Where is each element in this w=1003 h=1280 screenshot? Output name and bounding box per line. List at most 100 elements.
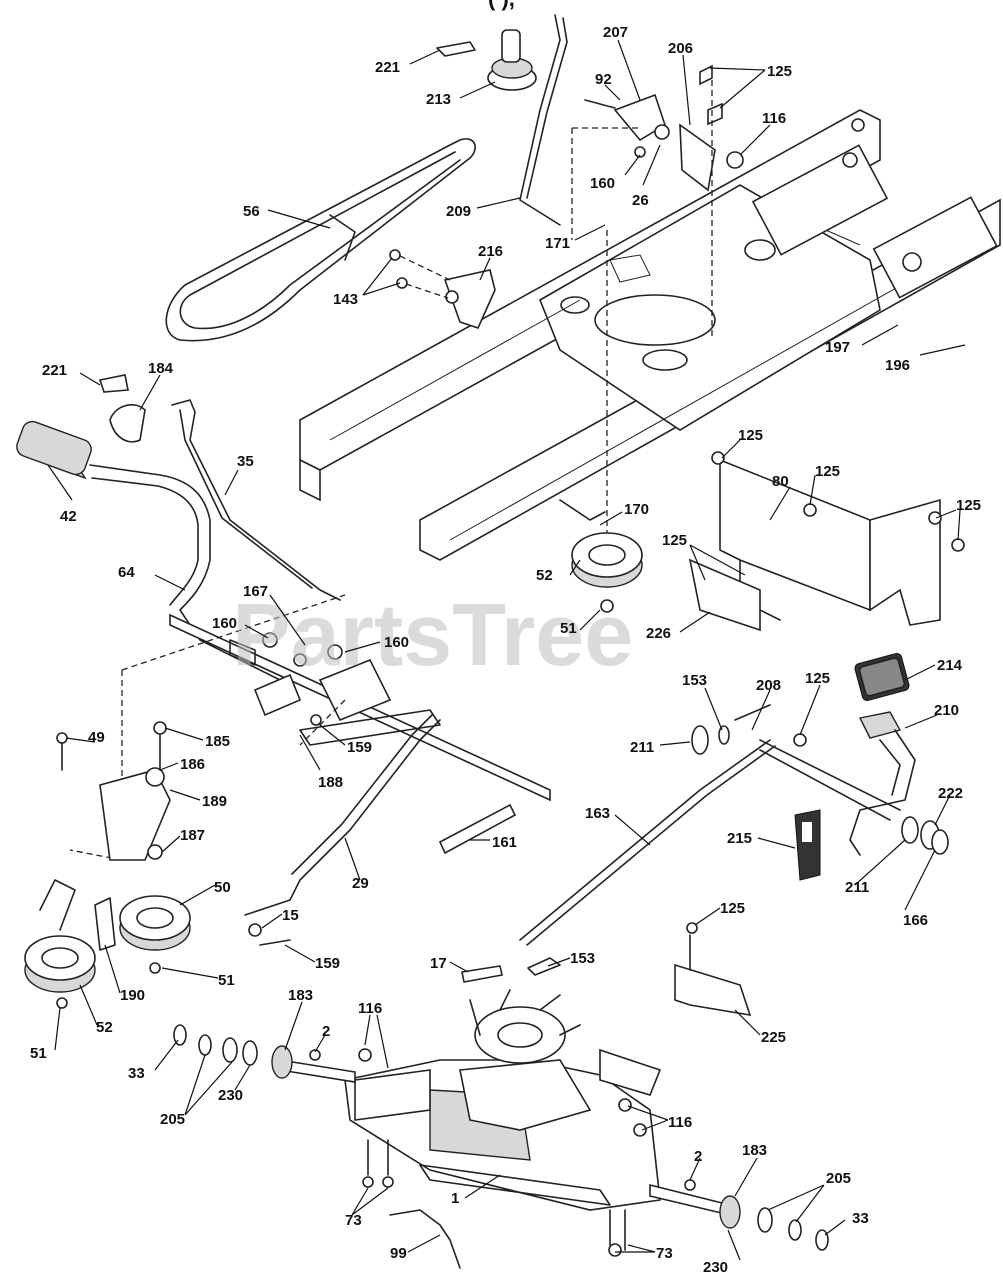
callout-1: 1 [451,1190,459,1207]
callout-205: 205 [160,1111,185,1128]
callout-230-b: 230 [703,1259,728,1276]
callout-167: 167 [243,583,268,600]
dashed-box-189 [69,594,346,861]
callout-159-b: 159 [315,955,340,972]
callout-222: 222 [938,785,963,802]
callout-153: 153 [682,672,707,689]
callout-153-b: 153 [570,950,595,967]
steering-knob-42 [16,420,92,480]
callout-33: 33 [128,1065,145,1082]
callout-125-f: 125 [805,670,830,687]
bracket-216 [389,249,496,329]
callout-183: 183 [288,987,313,1004]
rod-29 [244,714,441,946]
callout-166: 166 [903,912,928,929]
callout-125-b: 125 [738,427,763,444]
callout-211-b: 211 [845,879,869,896]
callout-188: 188 [318,774,343,791]
rod-163 [519,739,776,946]
watermark: PartsTree [232,585,633,684]
spring-153 [527,957,561,976]
callout-29: 29 [352,875,369,892]
callout-196: 196 [885,357,910,374]
callout-211: 211 [630,739,654,756]
callout-125-c: 125 [815,463,840,480]
drive-belt-56 [165,138,476,342]
callout-92: 92 [595,71,612,88]
belt-guide-161 [438,803,517,855]
callout-116-b: 116 [358,1000,382,1017]
callout-73-b: 73 [656,1245,673,1262]
callout-190: 190 [120,987,145,1004]
pedal-arm-210 [759,711,916,856]
callout-221-b: 221 [42,362,67,379]
guard-215 [794,809,821,881]
callout-116: 116 [762,110,786,127]
callout-215: 215 [727,830,752,847]
callout-197: 197 [825,339,850,356]
callout-208: 208 [756,677,781,694]
callout-159: 159 [347,739,372,756]
rod-35 [171,399,341,601]
bracket-80 [688,451,965,632]
callout-187: 187 [180,827,205,844]
pulley-52-center [559,499,643,613]
callout-210: 210 [934,702,959,719]
idler-bracket-189 [56,721,171,861]
callout-50: 50 [214,879,231,896]
frame-assembly [299,109,1001,561]
callout-80: 80 [772,473,789,490]
callout-56: 56 [243,203,260,220]
callout-205-b: 205 [826,1170,851,1187]
lever-209 [519,14,568,226]
callout-125-d: 125 [956,497,981,514]
callout-51-c: 51 [30,1045,47,1062]
callout-163: 163 [585,805,610,822]
bracket-225 [674,922,752,1017]
callout-189: 189 [202,793,227,810]
callout-171: 171 [545,235,570,252]
callout-49: 49 [88,729,105,746]
callout-52: 52 [536,567,553,584]
callout-99: 99 [390,1245,407,1262]
brake-knob-221-213 [436,29,537,91]
pedal-214 [854,653,910,701]
callout-2-b: 2 [694,1148,702,1165]
callout-51: 51 [560,620,577,637]
spring-190 [94,897,116,951]
callout-161: 161 [492,834,517,851]
callout-143: 143 [333,291,358,308]
callout-64: 64 [118,564,135,581]
callout-125: 125 [767,63,792,80]
callout-17: 17 [430,955,447,972]
header-fragment: ( ), [488,0,515,11]
callout-52-b: 52 [96,1019,113,1036]
rod-99 [389,1209,461,1269]
callout-185: 185 [205,733,230,750]
small-parts-221-184 [98,374,146,443]
callout-226: 226 [646,625,671,642]
spacer-stack-211 [691,704,807,755]
callout-183-b: 183 [742,1142,767,1159]
callout-51-b: 51 [218,972,235,989]
callout-186: 186 [180,756,205,773]
callout-160: 160 [590,175,615,192]
callout-214: 214 [937,657,963,674]
callout-206: 206 [668,40,693,57]
transaxle-assembly [173,989,829,1257]
leader-lines [47,39,966,1261]
shift-lever-64 [89,464,281,681]
callout-213: 213 [426,91,451,108]
callout-209: 209 [446,203,471,220]
callout-184: 184 [148,360,174,377]
pulley-52-left [24,879,96,1009]
pulley-50 [119,895,191,974]
callout-216: 216 [478,243,503,260]
callout-207: 207 [603,24,628,41]
callout-160-b: 160 [212,615,237,632]
callout-230: 230 [218,1087,243,1104]
callout-125-g: 125 [720,900,745,917]
callout-15: 15 [282,907,299,924]
callout-26: 26 [632,192,649,209]
